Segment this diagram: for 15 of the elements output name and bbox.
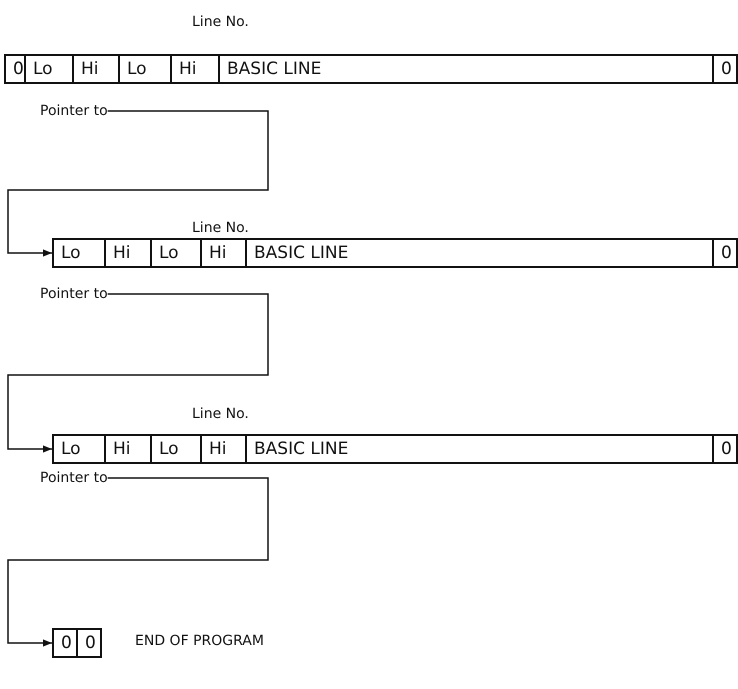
memory-cell: 0 (76, 628, 102, 658)
memory-cell: 0 (712, 54, 738, 84)
pointer-label: Pointer to (40, 468, 108, 488)
connector-arrow (7, 477, 269, 647)
field-label: Line No. (192, 220, 249, 236)
memory-cell: 0 (712, 238, 738, 268)
note-text: END OF PROGRAM (135, 633, 264, 649)
connector-arrow (7, 293, 269, 453)
connector-arrow (7, 110, 269, 257)
memory-cell: 0 (52, 628, 78, 658)
field-label: Line No. (192, 14, 249, 30)
field-label: Line No. (192, 406, 249, 422)
pointer-label: Pointer to (40, 284, 108, 304)
memory-cell: 0 (712, 434, 738, 464)
pointer-label: Pointer to (40, 101, 108, 121)
